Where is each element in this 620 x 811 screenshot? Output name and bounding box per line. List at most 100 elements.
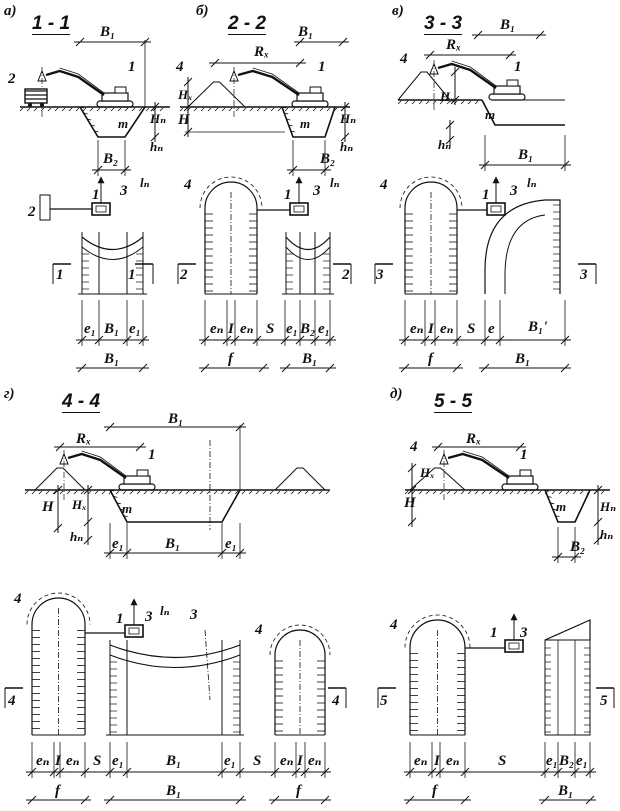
dim-label: e₁ [84,321,96,337]
dim-label: f [432,783,437,799]
excavator-boom-icon [447,452,510,479]
slope-label: m [122,501,133,516]
ground-hatch [59,490,64,495]
ground-hatch [24,490,29,495]
dimension-tick [27,795,37,805]
dim-label: lₙ [527,175,537,190]
trench-face-arc [285,236,331,251]
ground-hatch [185,490,190,495]
dim-label: I [434,753,440,769]
callout-number: 1 [148,447,156,463]
dim-label: B₁ [298,24,314,40]
dim-label: Rₓ [466,431,482,447]
callout-number: 3 [190,607,198,623]
slope-label: m [118,116,129,131]
ground-hatch [432,100,437,105]
ground-hatch [31,490,36,495]
dimension-tick [407,485,417,495]
slope-hatch [284,112,289,115]
callout-number: 4 [390,617,398,633]
dim-label: B₁ [515,351,531,367]
ground-hatch [143,490,148,495]
dim-label: e₁ [546,753,558,769]
dim-label: Hₓ [72,497,87,512]
dimension-tick [593,485,603,495]
ground-hatch [318,490,323,495]
axis-line [204,629,211,701]
dim-label: e₁ [225,536,237,552]
ground-hatch [270,107,275,112]
slope-hatch [90,124,95,127]
ground-hatch [178,490,183,495]
slope-hatch [555,515,560,517]
excavator-boom-icon [59,67,105,94]
ground-hatch [284,107,289,112]
excavator-cab-icon [309,86,322,94]
ground-hatch [411,100,416,105]
ground-hatch [572,490,577,495]
section-mark-label: 5 [600,693,608,709]
section-mark-label: 1 [128,267,136,283]
dim-label: f [428,351,433,367]
ground-hatch [80,490,85,495]
callout-number: 2 [8,71,16,87]
dim-label: B₁ [558,783,574,799]
dimension-tick [407,463,417,473]
dim-label: eₙ [36,753,50,769]
dim-label: eₙ [66,753,80,769]
dimension-tick [83,485,93,495]
ground-hatch [439,490,444,495]
dimension-tick [445,120,455,130]
slope-label: m [300,116,311,131]
excavator-plan-icon [490,205,502,213]
dim-label: Hₓ [440,89,455,104]
dimension-tick [83,517,93,527]
ground-hatch [446,490,451,495]
callout-number: 1 [514,59,522,75]
ground-hatch [397,100,402,105]
dim-label: f [296,783,301,799]
section-mark-label: 2 [180,267,188,283]
dim-label: B₁ [500,17,516,33]
dimension-tick [473,30,483,40]
slope-hatch [281,106,287,109]
dim-label: hₙ [340,139,354,154]
ground-hatch [47,107,52,112]
excavator-cab-icon [519,469,532,477]
ground-hatch [193,107,198,112]
trench-face-arc [109,644,241,659]
excavator-plan-icon [486,202,506,216]
dim-label: B₁ [104,351,120,367]
section-title: 3 - 3 [424,13,463,35]
dim-label: eₙ [210,321,224,337]
dimension-tick [210,58,220,68]
dimension-tick [183,102,193,112]
dim-label: B₁ [518,147,534,163]
excavator-boom-icon [252,67,300,94]
excavator-boom-icon [437,62,497,89]
dimension-tick [235,795,245,805]
ground-hatch [495,490,500,495]
trench-face-arc [81,246,144,260]
trench-face-arc [109,654,241,668]
dim-label: B₂ [103,151,119,167]
excavator-tracks-icon [118,483,156,491]
slope-hatch [120,508,125,511]
section-mark-label: 4 [8,693,16,709]
dimension-tick [535,30,545,40]
dim-label: e₁ [286,321,298,337]
dimension-tick [150,132,160,142]
panel-letter: г) [4,386,15,402]
ground-hatch [467,100,472,105]
arrow-head-icon [130,598,138,606]
dim-label: hₙ [150,139,164,154]
trench-profile [109,489,241,523]
ground-hatch [122,490,127,495]
dim-label: B₁' [528,319,548,335]
trench-face-arc [81,236,144,250]
reach-arc [404,614,471,648]
dim-label: I [55,753,61,769]
slope-hatch [288,124,293,127]
ground-hatch [558,490,563,495]
callout-number: 3 [520,625,528,641]
